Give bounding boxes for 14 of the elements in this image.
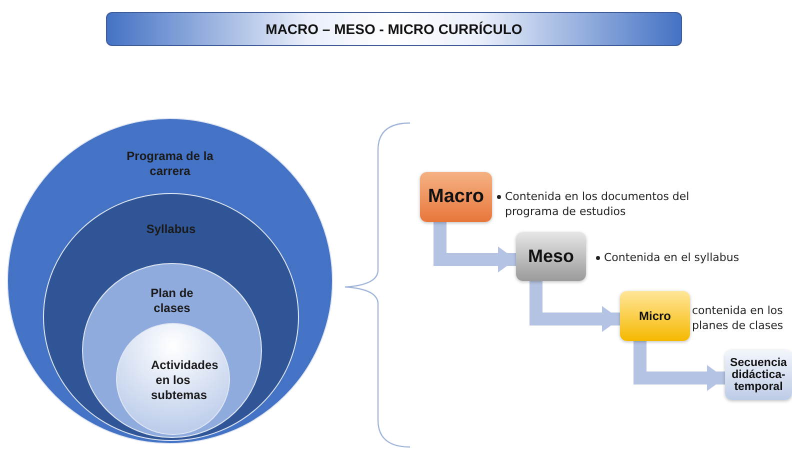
description-text: Contenida en los documentos del programa de estudios [505, 189, 690, 219]
description-text: contenida en los planes de clases [692, 303, 784, 333]
level-box: Meso [516, 232, 586, 281]
title-banner: MACRO – MESO - MICRO CURRÍCULO [106, 12, 682, 46]
level-box: Secuencia didáctica-temporal [725, 350, 792, 400]
node-label: Actividades en los subtemas [150, 358, 220, 403]
node-label: Plan de clases [150, 286, 194, 316]
level-box: Micro [620, 291, 690, 341]
bent-arrow [434, 222, 516, 272]
bent-arrow [634, 341, 725, 391]
node-label: Programa de la carrera [126, 149, 214, 179]
description-text: Contenida en el syllabus [604, 250, 740, 265]
level-box: Macro [420, 172, 492, 222]
node-label: Syllabus [145, 222, 197, 237]
